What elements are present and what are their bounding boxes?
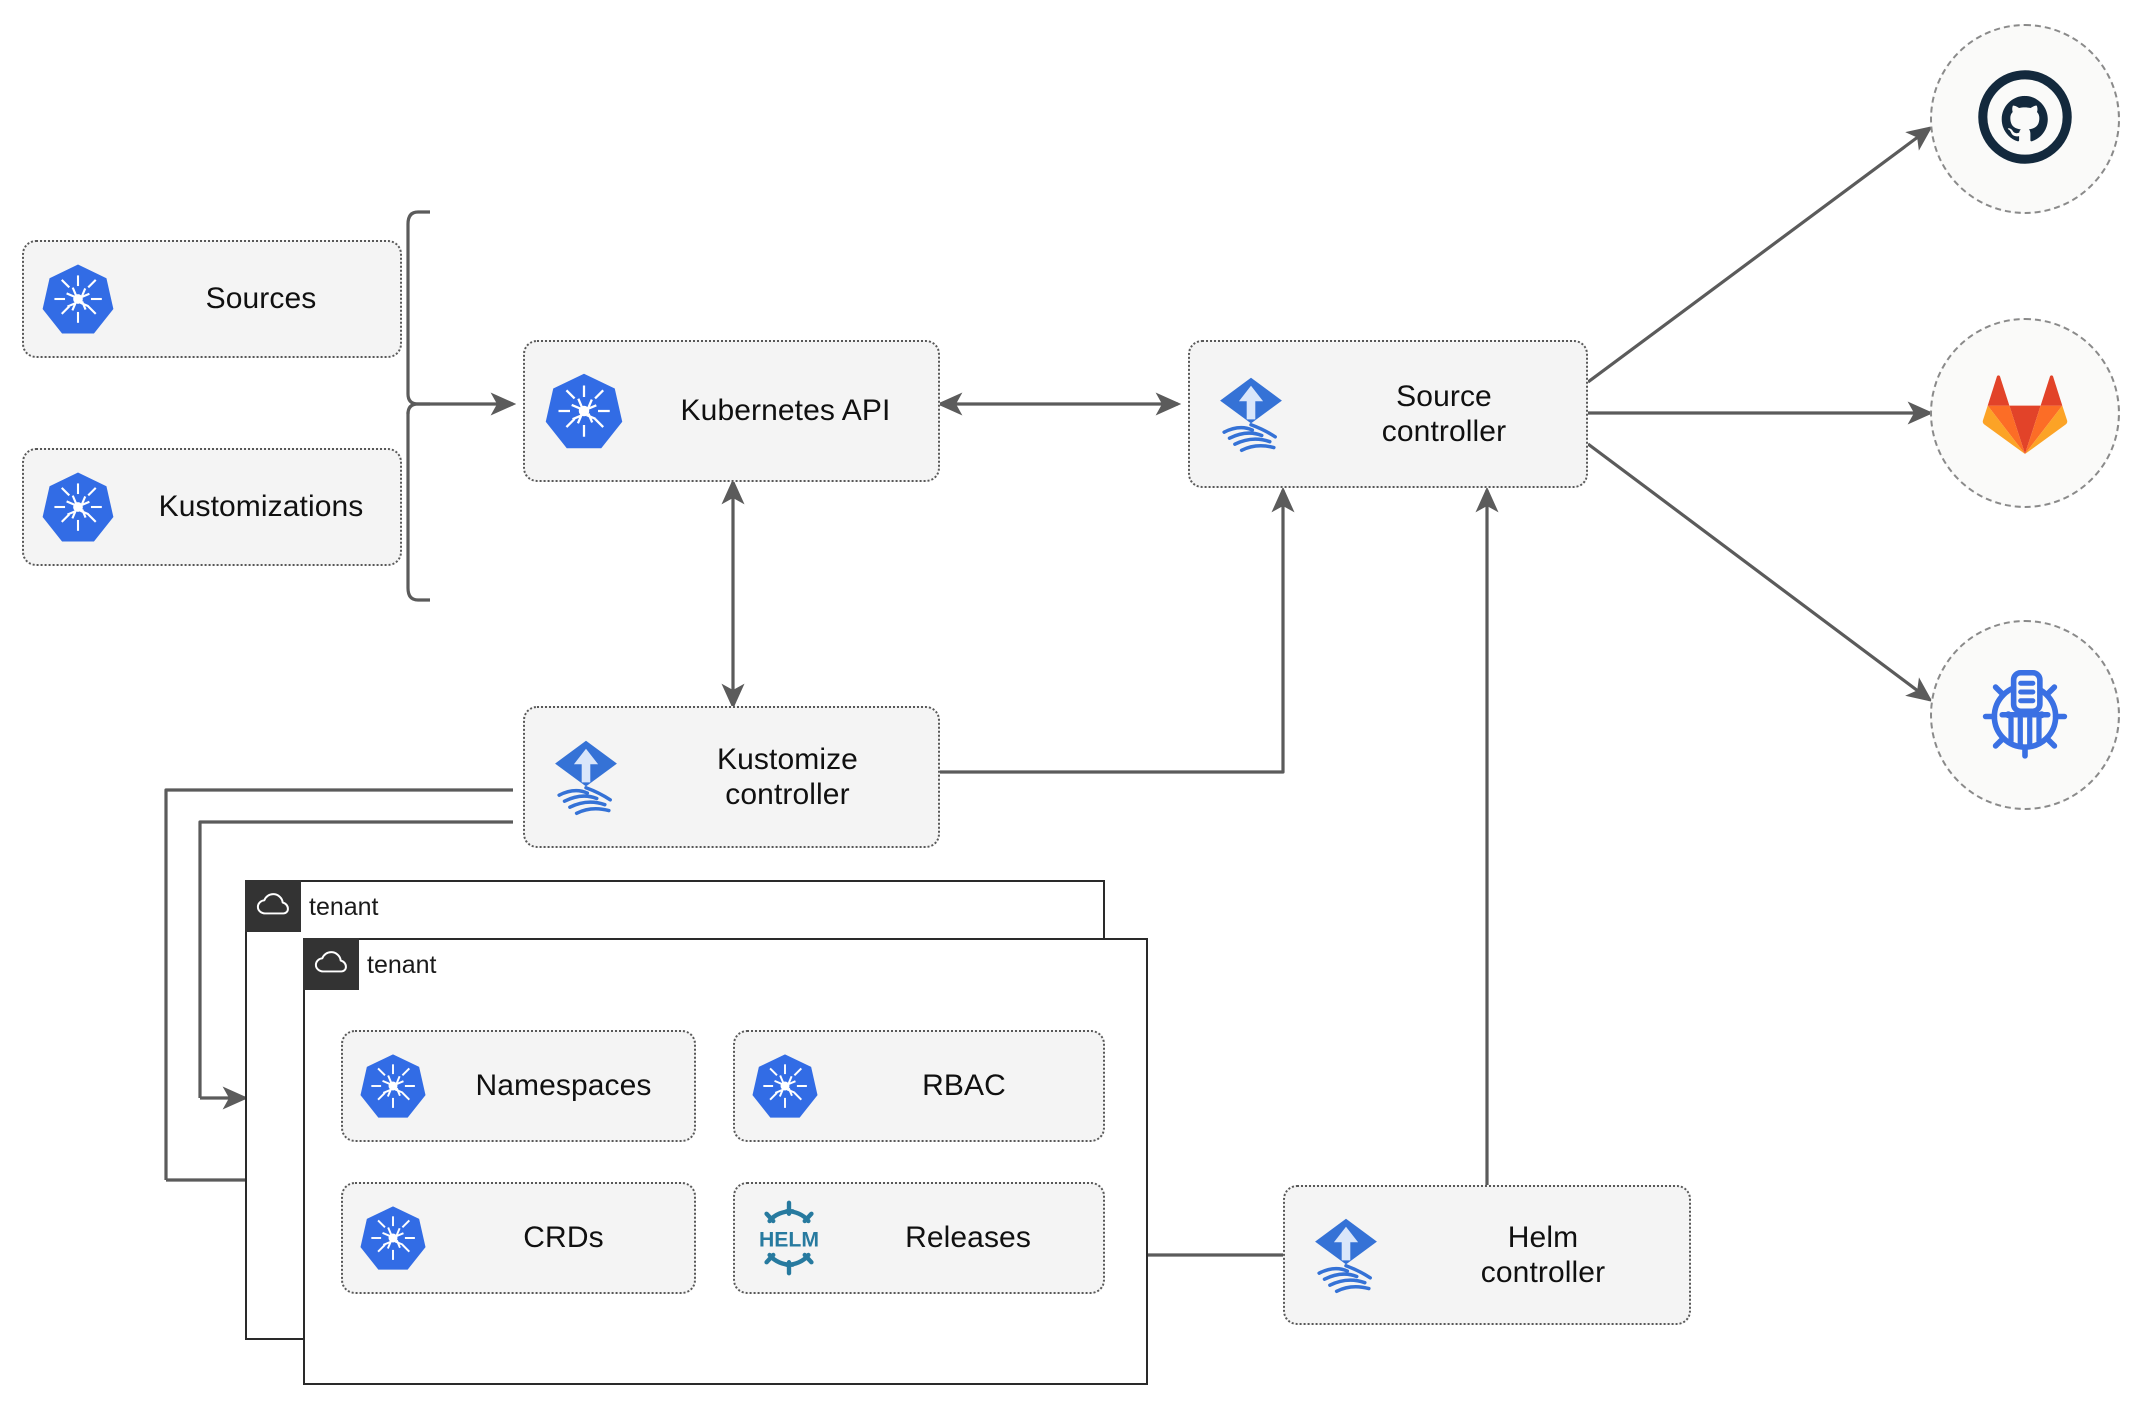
helm-wordmark: HELM [759, 1228, 819, 1251]
external-source-github[interactable] [1930, 24, 2120, 214]
kubernetes-icon [24, 470, 132, 544]
node-crds[interactable]: CRDs [341, 1182, 696, 1294]
helm-icon: HELM [735, 1198, 843, 1278]
bracket-top [406, 210, 430, 394]
edge-source-to-github [1587, 126, 1933, 384]
kubernetes-icon [735, 1052, 835, 1120]
tenant-title: tenant [309, 892, 379, 921]
node-label: Sources [205, 282, 317, 316]
node-rbac[interactable]: RBAC [733, 1030, 1105, 1142]
node-helm-controller[interactable]: Helm controller [1283, 1185, 1691, 1325]
helm-bucket-icon [1969, 657, 2081, 774]
node-label-line1: Helm [1507, 1220, 1579, 1254]
external-source-helm-repository[interactable] [1930, 620, 2120, 810]
github-icon [1971, 63, 2079, 176]
node-label-line2: controller [725, 778, 850, 811]
node-releases[interactable]: HELM Releases [733, 1182, 1105, 1294]
node-label-line1: Kustomize [717, 742, 858, 776]
kubernetes-icon [343, 1204, 443, 1272]
tenant-tab [245, 880, 301, 932]
node-label: Releases [905, 1221, 1031, 1255]
edge-source-to-helm-repository [1587, 442, 1933, 702]
tenant-tab [303, 938, 359, 990]
node-label: Namespaces [475, 1069, 652, 1103]
bracket-bottom [406, 412, 430, 602]
node-namespaces[interactable]: Namespaces [341, 1030, 696, 1142]
tenant-container-front[interactable]: tenant [303, 938, 1148, 1385]
node-label: Kustomize controller [647, 742, 938, 813]
cloud-icon [314, 949, 348, 980]
edge-kustomize-to-source-controller [940, 486, 1295, 774]
node-sources[interactable]: Sources [22, 240, 402, 358]
node-label-line1: Source [1396, 379, 1492, 413]
flux-icon [525, 734, 647, 820]
node-source-controller[interactable]: Source controller [1188, 340, 1588, 488]
node-label-line2: controller [1480, 1256, 1606, 1289]
flux-icon [1285, 1212, 1407, 1298]
node-kustomize-controller[interactable]: Kustomize controller [523, 706, 940, 848]
node-kubernetes-api[interactable]: Kubernetes API [523, 340, 940, 482]
node-label: RBAC [922, 1069, 1006, 1103]
kubernetes-icon [24, 262, 132, 336]
external-source-gitlab[interactable] [1930, 318, 2120, 508]
gitlab-icon [1974, 363, 2076, 464]
bracket-stub-upper [406, 393, 430, 406]
node-label: Kubernetes API [680, 394, 891, 428]
node-label: Helm controller [1407, 1220, 1689, 1291]
node-label: Source controller [1312, 379, 1586, 450]
kubernetes-icon [343, 1052, 443, 1120]
cloud-icon [256, 891, 290, 922]
tenant-title: tenant [367, 950, 437, 979]
node-label: Kustomizations [158, 490, 364, 524]
node-label: CRDs [523, 1221, 604, 1255]
node-label-line2: controller [1381, 415, 1507, 448]
kubernetes-icon [525, 371, 643, 451]
bracket-stub-lower [406, 402, 430, 415]
flux-icon [1190, 371, 1312, 457]
node-kustomizations[interactable]: Kustomizations [22, 448, 402, 566]
